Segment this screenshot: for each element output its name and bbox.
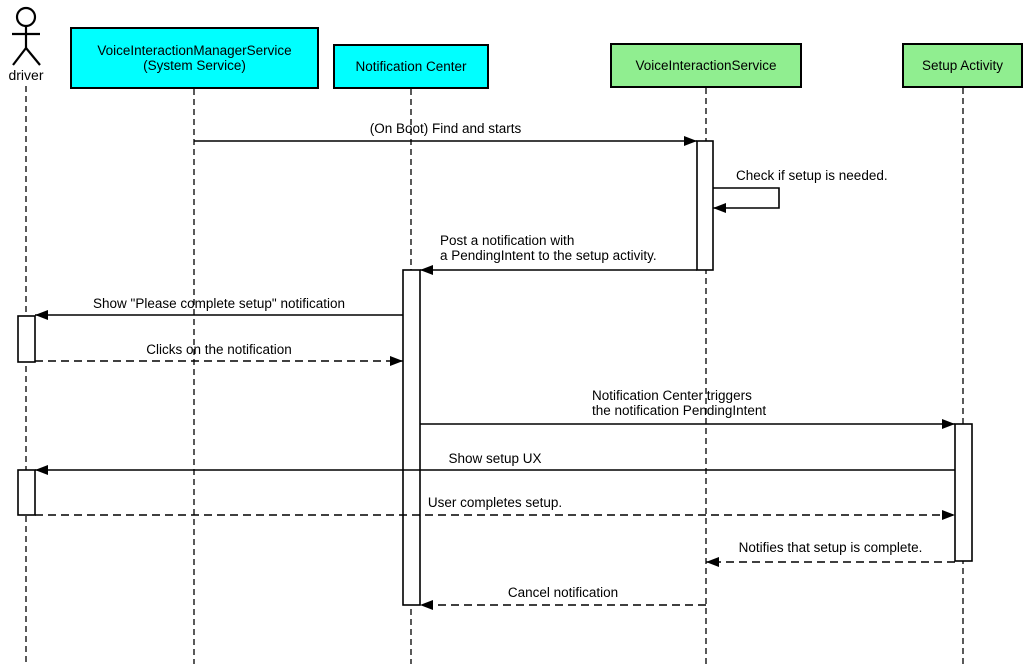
participant-box-notification-center: Notification Center — [333, 44, 489, 89]
participant-box-voice-interaction-manager-service: VoiceInteractionManagerService (System S… — [70, 27, 319, 89]
participant-box-voice-interaction-service: VoiceInteractionService — [610, 43, 802, 88]
message-label-1: (On Boot) Find and starts — [369, 121, 522, 136]
message-arrow-2-check-if-setup-needed-self — [713, 187, 780, 213]
actor-driver-icon — [12, 6, 41, 66]
message-label-8: User completes setup. — [427, 495, 563, 510]
message-label-4: Show "Please complete setup" notificatio… — [93, 296, 345, 311]
message-label-6: Notification Center triggers the notific… — [592, 388, 767, 418]
participant-box-setup-activity: Setup Activity — [902, 43, 1023, 88]
activation-bar-notification-center — [402, 269, 421, 606]
message-label-9: Notifies that setup is complete. — [738, 540, 923, 555]
activation-bar-driver-2 — [17, 469, 36, 516]
activation-bar-driver-1 — [17, 315, 36, 363]
actor-driver-label: driver — [8, 67, 44, 83]
message-label-3: Post a notification with a PendingIntent… — [440, 233, 657, 263]
activation-bar-voice-interaction-service — [696, 140, 714, 271]
message-label-10: Cancel notification — [507, 585, 619, 600]
message-label-2: Check if setup is needed. — [736, 168, 888, 183]
activation-bar-setup-activity — [954, 423, 973, 562]
message-label-5: Clicks on the notification — [146, 342, 292, 357]
message-label-7: Show setup UX — [448, 451, 542, 466]
